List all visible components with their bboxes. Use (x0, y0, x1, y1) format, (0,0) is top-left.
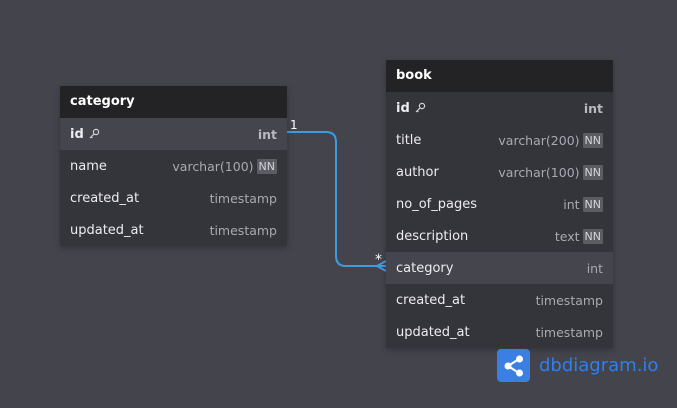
not-null-badge: NN (582, 196, 603, 212)
key-icon (415, 102, 425, 113)
column-name-cell: id (70, 127, 100, 142)
column-row[interactable]: id int (60, 118, 287, 150)
column-row[interactable]: author varchar(100) NN (386, 156, 613, 188)
column-type: varchar(100) (498, 164, 580, 180)
column-row[interactable]: name varchar(100) NN (60, 150, 287, 182)
column-type-cell: varchar(100) NN (498, 164, 603, 180)
column-row[interactable]: id int (386, 92, 613, 124)
column-type: timestamp (209, 222, 277, 238)
not-null-badge: NN (582, 228, 603, 244)
not-null-badge: NN (256, 158, 277, 174)
column-type: int (583, 100, 603, 116)
relationship-many-label: * (375, 252, 382, 268)
table-category[interactable]: category id int name varchar(100) NN cre… (60, 86, 287, 246)
column-row[interactable]: created_at timestamp (386, 284, 613, 316)
column-row[interactable]: no_of_pages int NN (386, 188, 613, 220)
column-name: description (396, 228, 469, 244)
table-book-title[interactable]: book (386, 60, 613, 92)
brand-logo-link[interactable]: dbdiagram.io (497, 349, 658, 382)
column-name: created_at (70, 190, 140, 206)
not-null-badge: NN (582, 164, 603, 180)
crowfoot-marker (374, 260, 387, 272)
column-type-cell: int NN (563, 196, 603, 212)
not-null-badge: NN (582, 132, 603, 148)
column-type: varchar(100) (172, 158, 254, 174)
column-name: category (396, 260, 454, 276)
column-type: timestamp (535, 324, 603, 340)
table-category-title[interactable]: category (60, 86, 287, 118)
column-row[interactable]: description text NN (386, 220, 613, 252)
column-name: author (396, 164, 439, 180)
column-name: no_of_pages (396, 196, 477, 212)
column-type-cell: varchar(200) NN (498, 132, 603, 148)
column-type: text (554, 228, 580, 244)
relationship-line (287, 131, 386, 267)
column-name: name (70, 158, 107, 174)
column-name: created_at (396, 292, 466, 308)
column-type: int (563, 196, 580, 212)
column-row[interactable]: updated_at timestamp (386, 316, 613, 348)
column-name-cell: id (396, 101, 426, 116)
key-icon (89, 128, 99, 139)
column-row[interactable]: title varchar(200) NN (386, 124, 613, 156)
column-type-cell: varchar(100) NN (172, 158, 277, 174)
brand-suffix: .io (636, 355, 659, 376)
column-row[interactable]: category int (386, 252, 613, 284)
column-row[interactable]: updated_at timestamp (60, 214, 287, 246)
column-name: id (70, 126, 84, 142)
table-book[interactable]: book id int title varchar(200) NN author… (386, 60, 613, 348)
column-type: int (257, 126, 277, 142)
column-row[interactable]: created_at timestamp (60, 182, 287, 214)
relationship-one-label: 1 (290, 118, 298, 132)
share-icon (497, 349, 530, 382)
column-name: id (396, 100, 410, 116)
column-type: timestamp (209, 190, 277, 206)
column-type: varchar(200) (498, 132, 580, 148)
column-name: updated_at (396, 324, 470, 340)
brand-name: dbdiagram (539, 355, 637, 376)
brand-wordmark: dbdiagram.io (539, 355, 658, 376)
column-type-cell: text NN (554, 228, 603, 244)
column-type: timestamp (535, 292, 603, 308)
column-name: updated_at (70, 222, 144, 238)
column-name: title (396, 132, 422, 148)
column-type: int (586, 260, 603, 276)
